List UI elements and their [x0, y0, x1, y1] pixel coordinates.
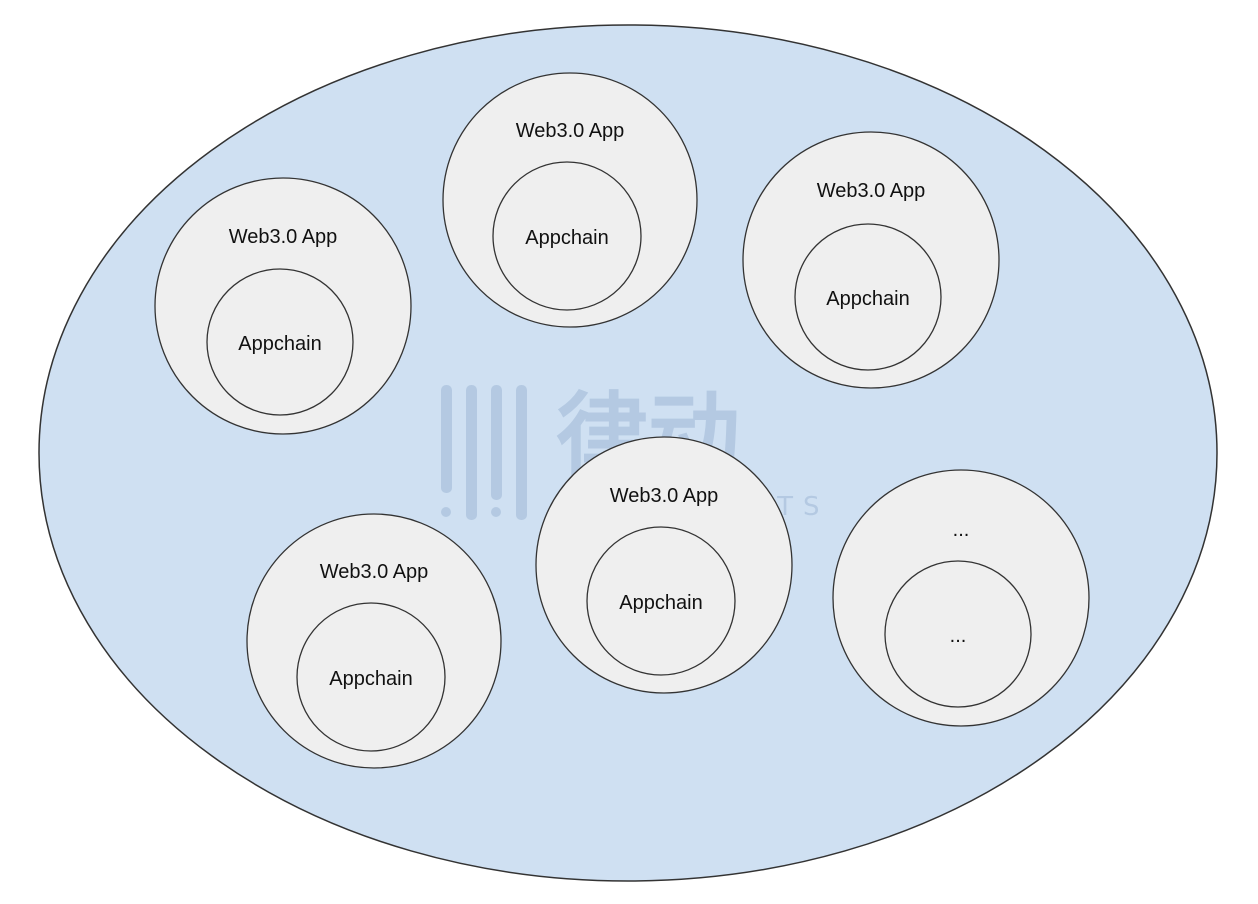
appchain-label: Appchain: [826, 288, 909, 310]
app-label: Web3.0 App: [320, 561, 429, 583]
appchain-inner-circle: [884, 560, 1032, 708]
app-label: Web3.0 App: [817, 180, 926, 202]
appchain-inner-circle: [296, 602, 446, 752]
app-node: Web3.0 App Appchain: [246, 513, 502, 769]
app-node-ellipsis: ... ...: [832, 469, 1090, 727]
appchain-inner-circle: [794, 223, 942, 371]
appchain-label: Appchain: [525, 227, 608, 249]
appchain-label: ...: [950, 625, 967, 647]
app-node: Web3.0 App Appchain: [154, 177, 412, 435]
app-node: Web3.0 App Appchain: [742, 131, 1000, 389]
appchain-label: Appchain: [619, 592, 702, 614]
app-label: Web3.0 App: [229, 226, 338, 248]
appchain-inner-circle: [206, 268, 354, 416]
app-node: Web3.0 App Appchain: [535, 436, 793, 694]
watermark-bars-icon: [441, 385, 527, 520]
app-label: Web3.0 App: [516, 120, 625, 142]
appchain-inner-circle: [586, 526, 736, 676]
appchain-label: Appchain: [329, 668, 412, 690]
app-node: Web3.0 App Appchain: [442, 72, 698, 328]
appchain-inner-circle: [492, 161, 642, 311]
app-label: ...: [953, 519, 970, 541]
app-label: Web3.0 App: [610, 485, 719, 507]
appchain-label: Appchain: [238, 333, 321, 355]
